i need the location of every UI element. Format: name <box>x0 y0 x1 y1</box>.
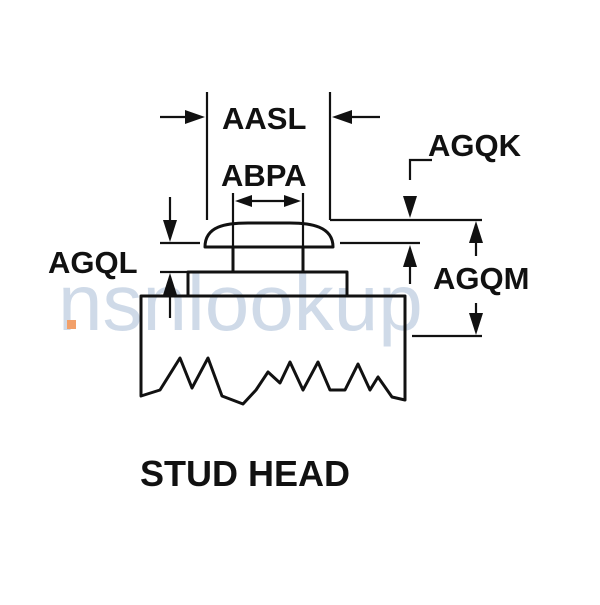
watermark-dot <box>67 320 76 329</box>
shoulder-step <box>186 270 349 298</box>
base-body <box>139 294 407 406</box>
aasl-arrowhead-left <box>185 110 205 124</box>
label-agqk: AGQK <box>428 128 522 163</box>
label-agqm: AGQM <box>433 261 529 296</box>
agqm-arrowhead-down <box>469 313 483 335</box>
stud-head-dome <box>203 221 335 249</box>
aasl-arrowhead-right <box>332 110 352 124</box>
label-aasl: AASL <box>222 101 306 136</box>
abpa-arrowhead-right <box>284 195 301 207</box>
stud-neck <box>231 245 305 274</box>
label-agql: AGQL <box>48 245 138 280</box>
agqm-arrowhead-up <box>469 221 483 243</box>
agqk-leader <box>408 158 432 180</box>
abpa-arrowhead-left <box>235 195 252 207</box>
label-abpa: ABPA <box>221 158 307 193</box>
diagram-title: STUD HEAD <box>140 453 350 494</box>
agql-arrowhead-down <box>163 220 177 242</box>
agqk-arrowhead-down <box>403 196 417 218</box>
agqk-arrowhead-up <box>403 245 417 267</box>
agql-arrowhead-up <box>163 273 177 295</box>
